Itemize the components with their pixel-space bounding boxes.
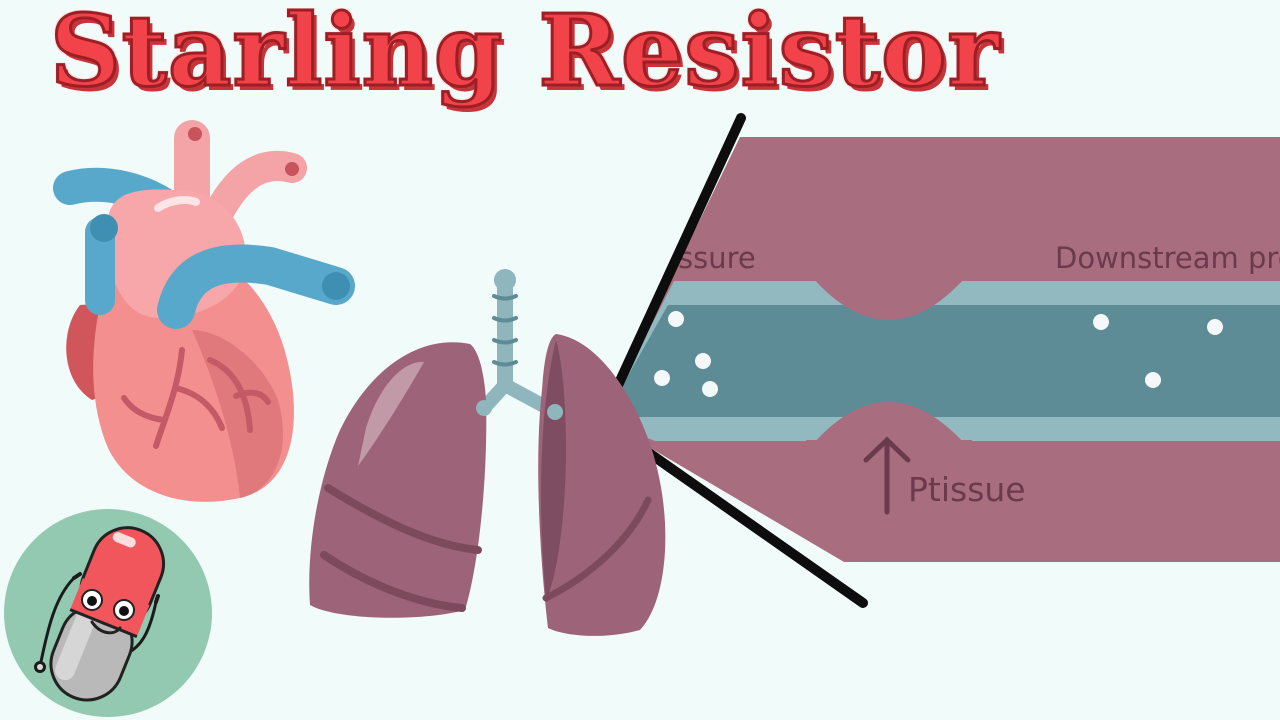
page-title: Starling Resistor [48,0,1001,111]
blood-cell [1207,319,1223,335]
tissue-bulge-bottom [806,402,972,452]
vessel-lumen [603,305,1280,420]
starling-resistor-panel: ssure Downstream pressure Ptissue [603,137,1280,562]
tissue-pressure-label: Ptissue [908,470,1026,509]
tissue-bulge-top [806,270,972,320]
heart-illustration [53,120,355,502]
lungs-illustration [309,269,666,636]
blood-cells [654,311,1223,397]
tissue-pressure-arrow-icon [863,436,911,515]
downstream-pressure-label: Downstream pressure [1055,241,1280,275]
blood-cell [695,353,711,369]
pill-mascot-logo [4,509,212,717]
upstream-pressure-label: ssure [678,241,756,275]
blood-cell [668,311,684,327]
blood-cell [654,370,670,386]
blood-cell [1145,372,1161,388]
blood-cell [1093,314,1109,330]
right-lung [538,334,666,636]
left-lung [309,342,487,618]
mascot-face [81,589,135,635]
blood-cell [702,381,718,397]
